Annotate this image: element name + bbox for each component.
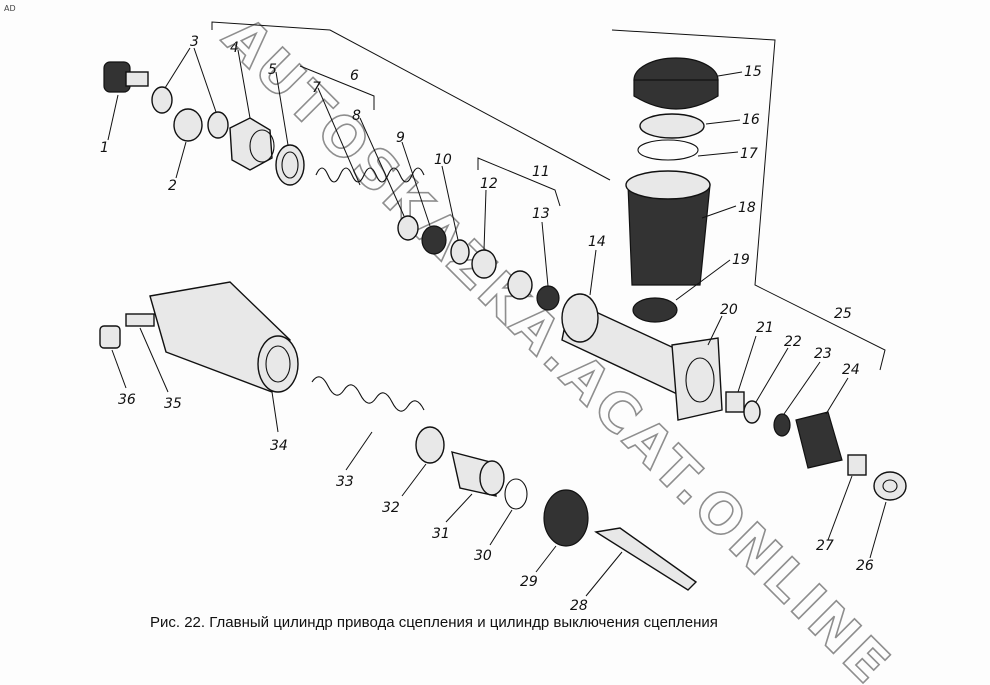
part-19-ring — [632, 259, 731, 323]
label-24: 24 — [842, 362, 860, 378]
label-27: 27 — [816, 538, 834, 554]
label-26: 26 — [856, 558, 874, 574]
label-11: 11 — [532, 164, 550, 180]
label-1: 1 — [100, 140, 109, 156]
label-2: 2 — [168, 178, 177, 194]
label-31: 31 — [432, 526, 450, 542]
label-35: 35 — [164, 396, 182, 412]
label-17: 17 — [740, 146, 758, 162]
part-4-nut — [229, 49, 275, 171]
label-5: 5 — [268, 62, 277, 78]
part-32-cup — [401, 426, 445, 497]
part-5-ring — [275, 71, 305, 186]
label-25: 25 — [834, 306, 852, 322]
part-31-piston — [445, 451, 505, 523]
bracket-25 — [611, 29, 886, 371]
figure-caption: Рис. 22. Главный цилиндр привода сцеплен… — [150, 614, 718, 631]
label-33: 33 — [336, 474, 354, 490]
label-16: 16 — [742, 112, 760, 128]
bracket-top-long — [211, 21, 611, 181]
label-15: 15 — [744, 64, 762, 80]
label-32: 32 — [382, 500, 400, 516]
part-33-spring — [311, 376, 425, 471]
part-15-cap — [633, 57, 743, 110]
part-2-fitting — [173, 108, 203, 179]
label-30: 30 — [474, 548, 492, 564]
bracket-6 — [299, 65, 375, 110]
part-1-banjo-bolt — [103, 61, 149, 141]
label-22: 22 — [784, 334, 802, 350]
part-30-ring — [489, 478, 528, 546]
label-19: 19 — [732, 252, 750, 268]
part-3-washers — [151, 47, 229, 139]
label-13: 13 — [532, 206, 550, 222]
label-9: 9 — [396, 130, 405, 146]
label-3: 3 — [190, 34, 199, 50]
part-24-boot — [795, 377, 849, 469]
label-23: 23 — [814, 346, 832, 362]
bracket-11 — [477, 157, 561, 207]
label-7: 7 — [312, 80, 321, 96]
part-9-seal — [401, 141, 447, 255]
label-12: 12 — [480, 176, 498, 192]
part-12-piston — [471, 189, 497, 279]
part-10-washer — [441, 165, 470, 265]
part-26-eye — [869, 471, 907, 559]
label-14: 14 — [588, 234, 606, 250]
part-18-reservoir — [625, 170, 737, 286]
label-36: 36 — [118, 392, 136, 408]
label-4: 4 — [230, 40, 239, 56]
part-14-master-cylinder-body — [561, 249, 701, 401]
part-21-nut — [725, 335, 757, 413]
corner-mark: AD — [4, 4, 16, 13]
part-17-gasket — [637, 139, 739, 161]
label-21: 21 — [756, 320, 774, 336]
label-29: 29 — [520, 574, 538, 590]
label-10: 10 — [434, 152, 452, 168]
part-35-bleeder — [125, 313, 169, 393]
part-13-cup — [507, 221, 560, 311]
part-22-washer — [743, 347, 789, 424]
label-28: 28 — [570, 598, 588, 614]
part-29-boot — [535, 489, 589, 573]
label-6: 6 — [350, 68, 359, 84]
label-18: 18 — [738, 200, 756, 216]
part-28-pushrod — [585, 527, 698, 597]
label-20: 20 — [720, 302, 738, 318]
part-8-cup — [359, 117, 419, 241]
label-8: 8 — [352, 108, 361, 124]
part-20-flange — [671, 315, 723, 421]
part-23-ring — [773, 361, 821, 437]
part-34-slave-cylinder-body — [149, 281, 299, 433]
part-27-nut — [827, 454, 867, 541]
label-34: 34 — [270, 438, 288, 454]
part-36-cap — [99, 325, 127, 389]
part-7-spring — [315, 87, 425, 186]
part-16-filter — [639, 113, 741, 139]
